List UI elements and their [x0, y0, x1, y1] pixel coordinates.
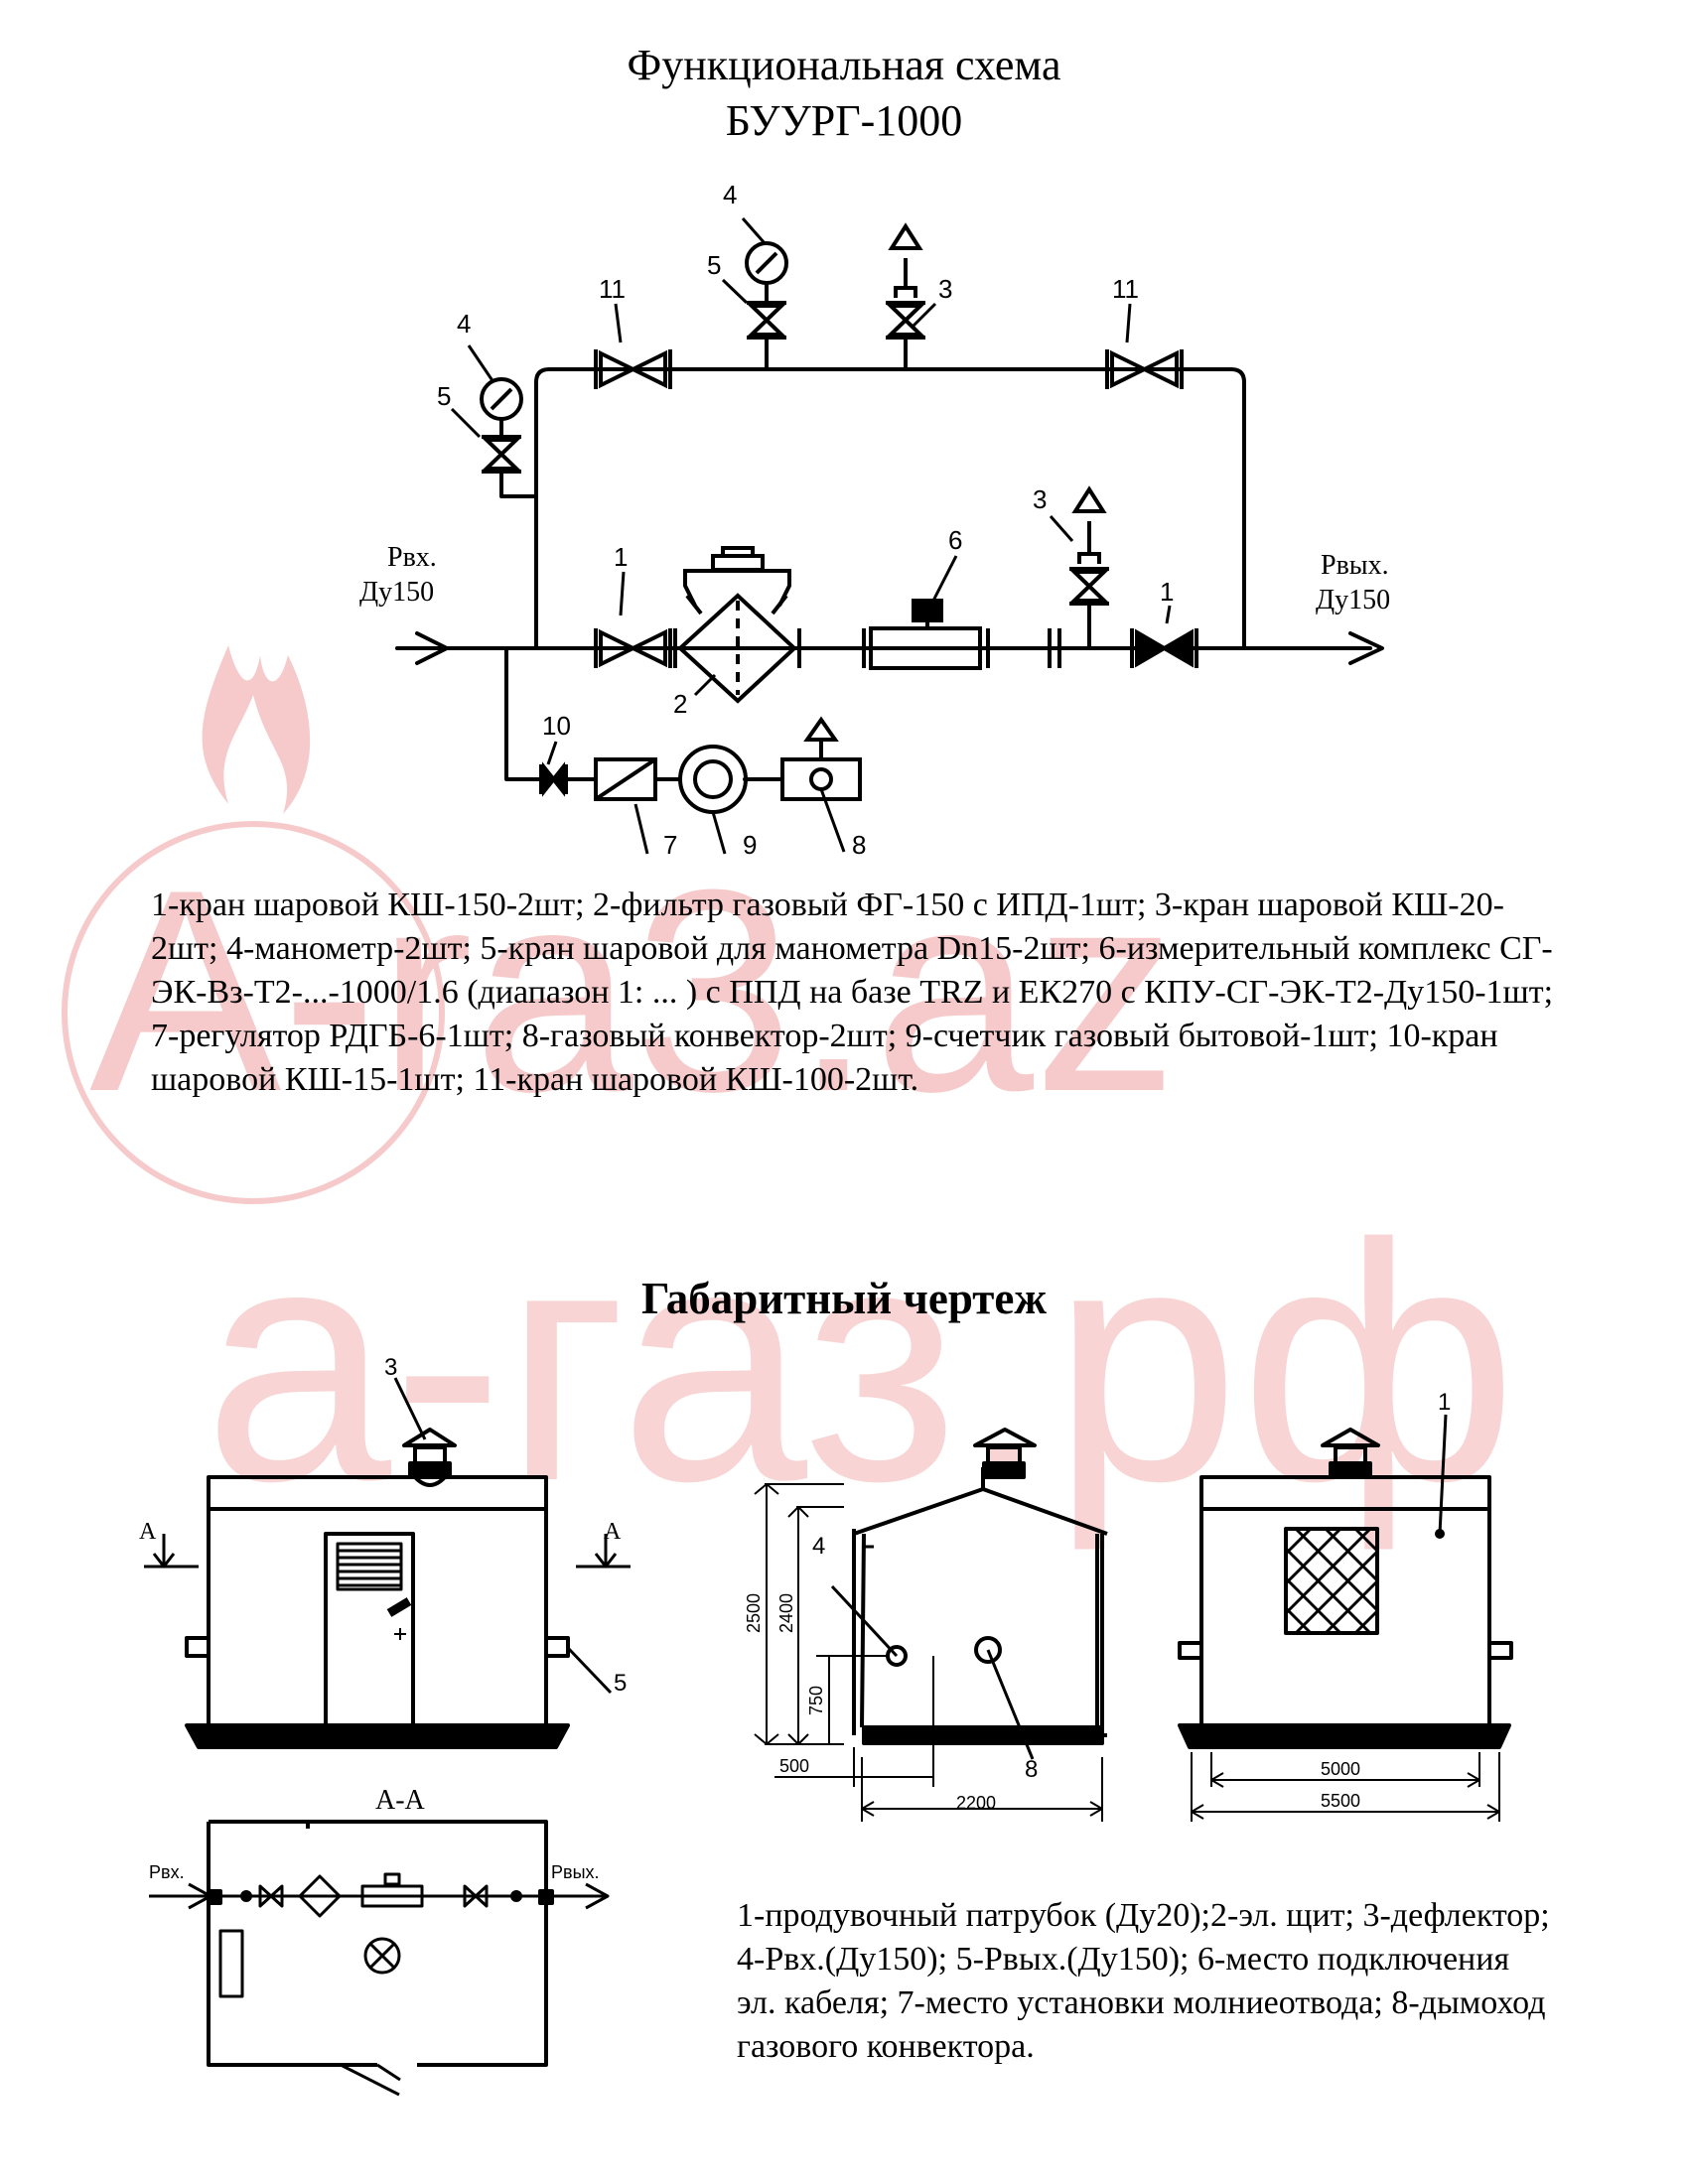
- inlet-arrow-icon: [415, 631, 449, 665]
- plan-valve-right-icon: [463, 1884, 489, 1908]
- watermark-flame-icon: [202, 645, 311, 814]
- back-deflector-icon: [1321, 1428, 1380, 1479]
- back-window-grille: [1284, 1527, 1379, 1635]
- manometer-branch: [499, 470, 538, 498]
- dim-inlet-height: 750: [806, 1686, 826, 1715]
- scheme-model: БУУРГ-1000: [725, 96, 963, 145]
- plan-convector-icon: [363, 1937, 401, 1975]
- ball-valve-10-icon: [539, 761, 568, 797]
- deflector-callout: 3: [384, 1354, 397, 1381]
- callout-3-main: 3: [1033, 484, 1047, 514]
- regulator-7-icon: [594, 757, 657, 801]
- section-label: А-А: [375, 1785, 426, 1816]
- watermark-site-text: а-газ.рф: [204, 1174, 1517, 1553]
- back-dimensions: [1191, 1752, 1500, 1822]
- plan-inlet-label: Рвх.: [149, 1862, 185, 1882]
- ball-valve-11-left-icon: [594, 349, 672, 389]
- drawing-legend: 1-продувочный патрубок (Ду20);2-эл. щит;…: [737, 1897, 1550, 2065]
- ball-valve-1-left-icon: [594, 628, 672, 668]
- plan-electric-panel: [218, 1929, 244, 1998]
- dim-length-inner: 5000: [1321, 1759, 1360, 1779]
- side-dimensions: [754, 1483, 1103, 1822]
- callout-7: 7: [663, 830, 677, 860]
- callout-9: 9: [743, 830, 757, 860]
- drawing-title: Габаритный чертеж: [641, 1274, 1047, 1323]
- callout-5-left: 5: [437, 381, 451, 411]
- side-deflector-icon: [973, 1428, 1037, 1479]
- scheme-leaders: [450, 217, 1172, 855]
- section-mark-left: А: [139, 1519, 157, 1545]
- inlet-size-label: Ду150: [359, 577, 434, 608]
- callout-11-right: 11: [1112, 274, 1139, 304]
- watermark-logo-circle: [62, 821, 445, 1204]
- callout-4-top: 4: [723, 180, 737, 209]
- callout-4-left: 4: [457, 309, 471, 339]
- outlet-size-label: Ду150: [1316, 585, 1390, 615]
- callout-6: 6: [948, 525, 962, 555]
- gas-filter-2-icon: [673, 546, 801, 704]
- callout-10: 10: [542, 711, 571, 741]
- manometer-4-left-icon: [480, 377, 523, 474]
- outlet-callout: 5: [614, 1670, 627, 1697]
- purge-valve-3-main-icon: [1069, 485, 1109, 648]
- low-branch-pipeline: [504, 646, 543, 781]
- door-lock-icon: [394, 1628, 406, 1640]
- plan-meter-icon: [360, 1884, 424, 1908]
- flange-pair: [1048, 628, 1061, 668]
- dim-height-total: 2500: [744, 1593, 764, 1633]
- section-mark-right: А: [604, 1519, 622, 1545]
- dim-height-body: 2400: [776, 1593, 796, 1633]
- outlet-arrow-icon: [1348, 631, 1384, 665]
- section-plan-view: [149, 1820, 610, 2097]
- deflector-icon: [402, 1428, 457, 1487]
- manometer-4-top-icon: [745, 241, 788, 369]
- plan-filter-icon: [298, 1874, 342, 1918]
- callout-1-left: 1: [614, 542, 628, 572]
- chimney-callout: 8: [1025, 1756, 1038, 1783]
- callout-8: 8: [852, 830, 866, 860]
- back-view: [1178, 1414, 1513, 1749]
- front-view: [144, 1377, 631, 1749]
- callout-3-top: 3: [938, 274, 952, 304]
- callout-2: 2: [673, 689, 687, 719]
- inlet-callout: 4: [812, 1533, 825, 1560]
- purge-callout: 1: [1438, 1389, 1451, 1416]
- door-handle-icon: [386, 1597, 412, 1617]
- callout-1-right: 1: [1160, 577, 1174, 607]
- inlet-pressure-label: Рвх.: [387, 542, 437, 573]
- chimney-opening-icon: [974, 1636, 1002, 1664]
- ball-valve-11-right-icon: [1105, 349, 1184, 389]
- dim-length-outer: 5500: [1321, 1791, 1360, 1811]
- outlet-pressure-label: Рвых.: [1321, 550, 1389, 581]
- bypass-pipeline: [534, 367, 1246, 650]
- side-view: [830, 1428, 1108, 1760]
- plan-outlet-label: Рвых.: [551, 1862, 600, 1882]
- door-vent-grille: [336, 1542, 403, 1591]
- ball-valve-1-right-icon: [1130, 628, 1198, 668]
- dim-width-side: 2200: [956, 1793, 996, 1813]
- callout-5-top: 5: [707, 250, 721, 280]
- scheme-legend: 1-кран шаровой КШ-150-2шт; 2-фильтр газо…: [151, 887, 1554, 1098]
- plan-valve-left-icon: [258, 1884, 284, 1908]
- purge-valve-3-top-icon: [886, 222, 925, 369]
- watermark-logo-text: A-ra3.az: [89, 830, 1178, 1152]
- callout-11-left: 11: [599, 274, 626, 304]
- flow-meter-6-icon: [862, 599, 990, 670]
- scheme-title: Функциональная схема: [627, 41, 1061, 89]
- dim-inlet-offset: 500: [779, 1756, 809, 1776]
